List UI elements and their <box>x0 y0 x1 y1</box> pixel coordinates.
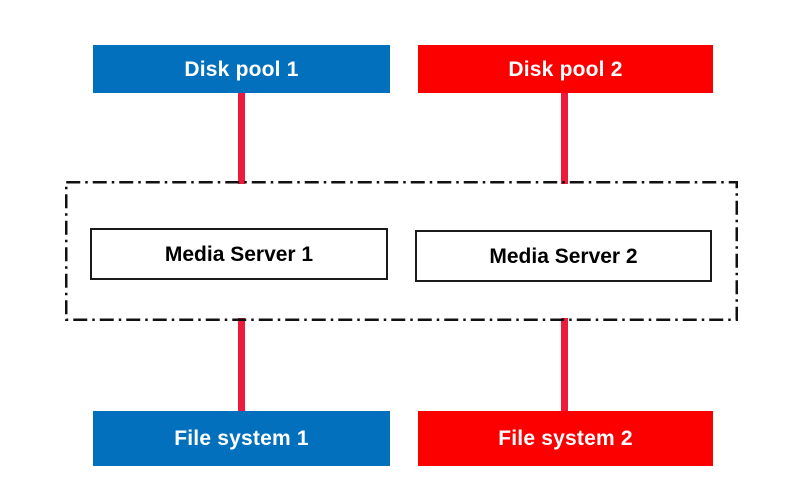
file-system-1-label: File system 1 <box>174 427 309 450</box>
file-system-2-label: File system 2 <box>498 427 633 450</box>
connector-file-system-2 <box>561 318 568 416</box>
disk-pool-1-block[interactable]: Disk pool 1 <box>93 45 390 93</box>
connector-disk-pool-2 <box>561 88 568 184</box>
media-server-1-label: Media Server 1 <box>164 242 314 266</box>
media-server-2-box[interactable]: Media Server 2 <box>415 230 712 282</box>
media-server-1-box[interactable]: Media Server 1 <box>90 228 388 280</box>
disk-pool-2-label: Disk pool 2 <box>508 57 623 81</box>
file-system-2-block[interactable]: File system 2 <box>418 411 713 466</box>
media-server-2-label: Media Server 2 <box>489 244 638 268</box>
file-system-1-block[interactable]: File system 1 <box>93 411 390 466</box>
connector-file-system-1 <box>238 318 245 416</box>
disk-pool-2-block[interactable]: Disk pool 2 <box>418 45 713 93</box>
disk-pool-1-label: Disk pool 1 <box>184 57 299 81</box>
connector-disk-pool-1 <box>238 88 245 184</box>
